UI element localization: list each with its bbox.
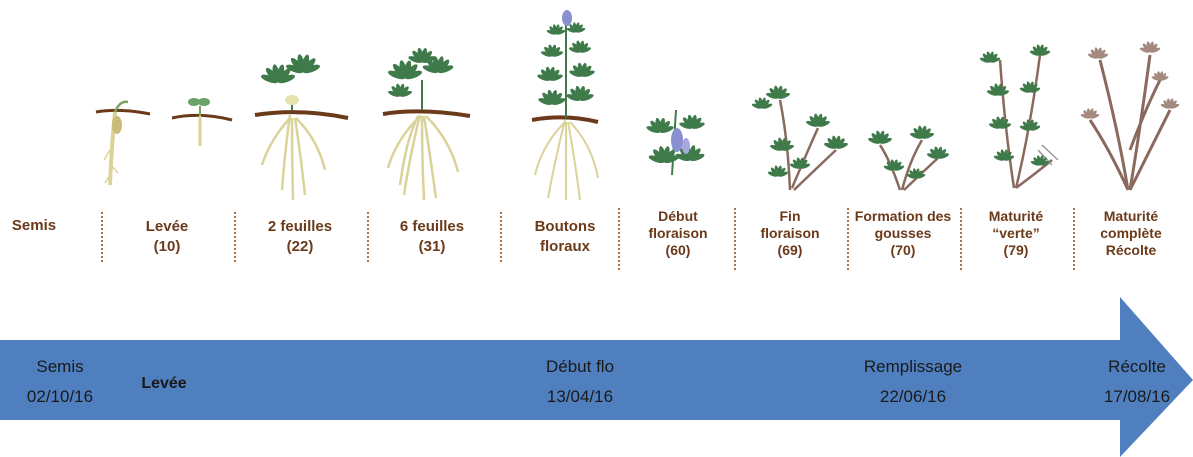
stage-label-fin-floraison: Fin floraison (69) [760,208,819,259]
stage-label-maturite-complete: Maturité complète Récolte [1100,208,1161,259]
plant-2-feuilles [255,54,348,200]
stage-separator [1073,208,1075,270]
plant-maturite-verte [979,44,1058,188]
plant-boutons-floraux [532,10,598,200]
stage-separator [367,212,369,262]
stage-separator [101,212,103,262]
stage-label-6-feuilles: 6 feuilles (31) [400,217,464,257]
plant-maturite-complete [1080,41,1180,190]
stage-label-boutons-floraux: Boutons floraux [535,217,596,257]
plant-formation-gousses [867,125,949,190]
plant-semis [96,102,150,185]
stage-label-semis: Semis [12,217,56,234]
stage-label-2-feuilles: 2 feuilles (22) [268,217,332,257]
stage-separator [234,212,236,262]
timeline-semis: Semis 02/10/16 [27,356,93,408]
stage-label-maturite-verte: Maturité “verte” (79) [989,208,1043,259]
stage-separator [618,208,620,270]
stage-label-debut-floraison: Début floraison (60) [648,208,707,259]
plant-levee [172,98,232,146]
stage-separator [734,208,736,270]
plant-6-feuilles [383,47,470,200]
timeline-remplissage: Remplissage 22/06/16 [864,356,962,408]
stage-label-formation-gousses: Formation des gousses (70) [855,208,951,259]
plant-fin-floraison [751,85,848,190]
stage-separator [847,208,849,270]
stage-separator [500,212,502,262]
timeline-levee: Levée [141,373,186,395]
timeline-debut-flo: Début flo 13/04/16 [546,356,614,408]
stage-label-levee: Levée (10) [146,217,189,257]
stage-separator [960,208,962,270]
plant-debut-floraison [646,110,706,175]
timeline-recolte: Récolte 17/08/16 [1104,356,1170,408]
